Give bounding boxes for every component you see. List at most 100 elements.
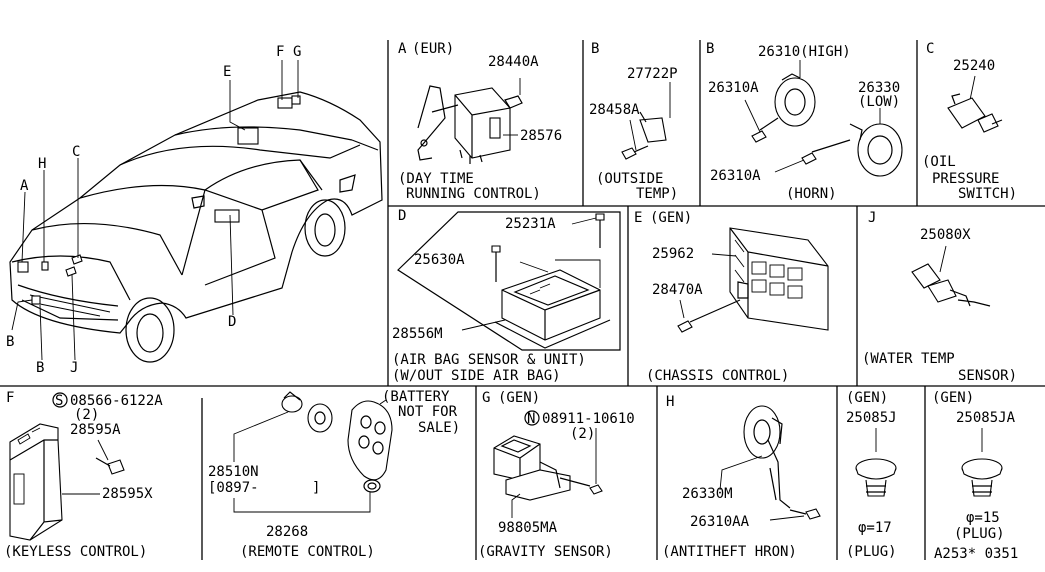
panel-b2-tag: B <box>706 41 714 57</box>
panel-plug-25085J: (GEN) 25085J φ=17 (PLUG) <box>846 390 897 560</box>
part-28440A: 28440A <box>488 54 539 70</box>
remote-note-2: NOT FOR <box>398 404 458 420</box>
panel-a-tag: A <box>398 41 407 57</box>
part-26310A-top: 26310A <box>708 80 759 96</box>
car-callout-h: H <box>38 156 46 172</box>
panel-b2-caption: (HORN) <box>786 186 837 202</box>
part-25085J: 25085J <box>846 410 897 426</box>
panel-outside-temp: B 27722P 28458A (OUTSIDE TEMP) <box>589 41 678 202</box>
panel-j-caption-1: (WATER TEMP <box>862 351 955 367</box>
part-08911-10610: 08911-10610 <box>542 411 635 427</box>
panel-j-caption-2: SENSOR) <box>958 368 1017 384</box>
panel-a-region: (EUR) <box>412 41 454 57</box>
part-28556M: 28556M <box>392 326 443 342</box>
plug2-dim: φ=15 <box>966 510 1000 526</box>
remote-note-3: SALE) <box>418 420 460 436</box>
car-callout-a: A <box>20 178 29 194</box>
plug1-caption: (PLUG) <box>846 544 897 560</box>
panel-air-bag-sensor: D 25231A 25630A 28556M (AIR BAG SENSOR &… <box>392 208 621 384</box>
part-25962: 25962 <box>652 246 694 262</box>
part-28458A: 28458A <box>589 102 640 118</box>
panel-b1-caption-2: TEMP) <box>636 186 678 202</box>
panel-f-caption: (KEYLESS CONTROL) <box>4 544 147 560</box>
part-26310AA: 26310AA <box>690 514 750 530</box>
panel-remote-caption: (REMOTE CONTROL) <box>240 544 375 560</box>
part-low: (LOW) <box>858 94 900 110</box>
panel-d-caption-1: (AIR BAG SENSOR & UNIT) <box>392 352 586 368</box>
panel-c-caption-3: SWITCH) <box>958 186 1017 202</box>
plug2-region: (GEN) <box>932 390 974 406</box>
remote-date-close: ] <box>312 480 320 496</box>
panel-h-caption: (ANTITHEFT HRON) <box>662 544 797 560</box>
panel-g-region: (GEN) <box>498 390 540 406</box>
panel-g-qty: (2) <box>570 426 595 442</box>
panel-d-caption-2: (W/OUT SIDE AIR BAG) <box>392 368 561 384</box>
remote-note-1: (BATTERY <box>382 389 450 405</box>
part-25085JA: 25085JA <box>956 410 1016 426</box>
part-25240: 25240 <box>953 58 995 74</box>
plug1-region: (GEN) <box>846 390 888 406</box>
car-callout-j: J <box>70 360 78 376</box>
car-callout-f: F <box>276 44 284 60</box>
car-callout-g: G <box>293 44 301 60</box>
panel-e-region: (GEN) <box>650 210 692 226</box>
plug1-dim: φ=17 <box>858 520 892 536</box>
panel-e-tag: E <box>634 210 642 226</box>
panel-f-qty: (2) <box>74 407 99 423</box>
part-25080X: 25080X <box>920 227 971 243</box>
panel-antitheft-horn: H 26330M 26310AA (ANTITHEFT HRON) <box>662 394 821 560</box>
panel-c-tag: C <box>926 41 934 57</box>
part-25231A: 25231A <box>505 216 556 232</box>
panel-a-caption-2: RUNNING CONTROL) <box>406 186 541 202</box>
panel-chassis-control: E (GEN) 25962 28470A (CHASSIS CONTROL) <box>634 210 829 384</box>
panel-oil-pressure-switch: C 25240 (OIL PRESSURE SWITCH) <box>922 41 1017 202</box>
panel-g-tag: G <box>482 390 490 406</box>
diagram-code: A253* 0351 <box>934 546 1018 562</box>
panel-plug-25085JA: (GEN) 25085JA φ=15 (PLUG) A253* 0351 <box>932 390 1018 562</box>
panel-c-caption-2: PRESSURE <box>932 171 999 187</box>
part-28576: 28576 <box>520 128 562 144</box>
panel-d-tag: D <box>398 208 406 224</box>
panel-keyless-control: F S 08566-6122A (2) 28595A 28595X (KEYLE… <box>4 390 163 560</box>
panel-remote-control: (BATTERY NOT FOR SALE) 28510N [0897- ] 2… <box>208 389 460 560</box>
panel-h-tag: H <box>666 394 674 410</box>
car-callout-c: C <box>72 144 80 160</box>
car-callout-d: D <box>228 314 236 330</box>
car-illustration: E F G H C A B B J D <box>6 44 383 376</box>
bolt-symbol-s: S <box>55 393 63 409</box>
panel-b1-tag: B <box>591 41 599 57</box>
panel-c-caption-1: (OIL <box>922 154 956 170</box>
part-27722P: 27722P <box>627 66 678 82</box>
part-28595A: 28595A <box>70 422 121 438</box>
part-26330M: 26330M <box>682 486 733 502</box>
part-26310A-bottom: 26310A <box>710 168 761 184</box>
car-callout-b-left: B <box>6 334 14 350</box>
panel-daytime-running-control: A (EUR) 28440A 28576 (DAY TIME RUNNING C… <box>398 41 562 202</box>
panel-a-caption-1: (DAY TIME <box>398 171 474 187</box>
panel-b1-caption-1: (OUTSIDE <box>596 171 663 187</box>
remote-date-open: [0897- <box>208 480 259 496</box>
part-28595X: 28595X <box>102 486 153 502</box>
panel-horn: B 26310(HIGH) 26310A 26330 (LOW) 26310A … <box>706 41 903 202</box>
part-28510N: 28510N <box>208 464 259 480</box>
panel-e-caption: (CHASSIS CONTROL) <box>646 368 789 384</box>
panel-water-temp-sensor: J 25080X (WATER TEMP SENSOR) <box>862 210 1017 384</box>
panel-f-tag: F <box>6 390 14 406</box>
car-callout-b-right: B <box>36 360 44 376</box>
part-08566-6122A: 08566-6122A <box>70 393 163 409</box>
panel-g-caption: (GRAVITY SENSOR) <box>478 544 613 560</box>
part-28268: 28268 <box>266 524 308 540</box>
part-28470A: 28470A <box>652 282 703 298</box>
part-25630A: 25630A <box>414 252 465 268</box>
nut-symbol-n: N <box>527 411 535 427</box>
panel-dividers <box>0 40 1045 560</box>
part-26330: 26330 <box>858 80 900 96</box>
part-26310-high: 26310(HIGH) <box>758 44 851 60</box>
panel-gravity-sensor: G (GEN) N 08911-10610 (2) 98805MA (GRAVI… <box>478 390 635 560</box>
panel-j-tag: J <box>868 210 876 226</box>
car-callout-e: E <box>223 64 231 80</box>
part-98805MA: 98805MA <box>498 520 558 536</box>
plug2-caption: (PLUG) <box>954 526 1005 542</box>
